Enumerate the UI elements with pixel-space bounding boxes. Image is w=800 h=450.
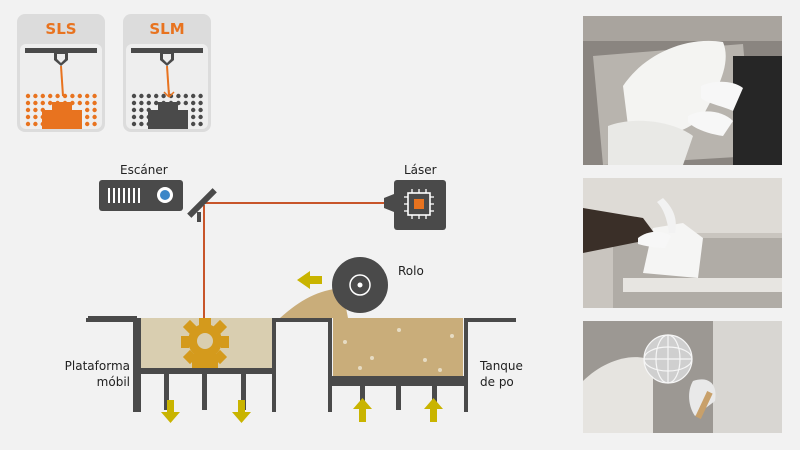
powder-dot bbox=[48, 100, 53, 106]
slm-process-icon bbox=[131, 48, 203, 132]
powder-dot bbox=[198, 100, 203, 106]
laser-label: Láser bbox=[404, 163, 437, 177]
roller bbox=[332, 257, 388, 313]
powder-dot bbox=[198, 121, 203, 127]
powder-dot bbox=[92, 107, 97, 113]
powder-dot bbox=[161, 93, 166, 99]
scanner-mirror bbox=[187, 188, 217, 218]
powder-dot bbox=[198, 93, 203, 99]
slm-icon-panel bbox=[126, 44, 208, 132]
powder-dot bbox=[85, 114, 90, 120]
powder-dot bbox=[55, 93, 60, 99]
slm-title: SLM bbox=[149, 20, 185, 38]
sls-process-icon bbox=[25, 48, 97, 132]
photo-lattice-sphere bbox=[583, 321, 782, 433]
laser-unit bbox=[384, 180, 446, 230]
sls-machine-diagram bbox=[86, 180, 516, 423]
powder-dot bbox=[25, 93, 31, 99]
laser-beam bbox=[202, 202, 390, 320]
powder-dot bbox=[191, 100, 196, 106]
powder-dot bbox=[85, 107, 90, 113]
photo-part-extraction bbox=[583, 178, 782, 308]
powder-dot bbox=[139, 121, 144, 127]
powder-dot bbox=[154, 93, 159, 99]
spread-powder bbox=[280, 288, 348, 318]
powder-dot bbox=[70, 93, 75, 99]
powder-dot bbox=[92, 100, 97, 106]
powder-dot bbox=[146, 93, 151, 99]
slm-badge: SLM bbox=[123, 14, 211, 132]
roller-label: Rolo bbox=[398, 264, 424, 278]
gear-part bbox=[181, 318, 229, 368]
powder-dot bbox=[85, 100, 90, 106]
powder-dot bbox=[191, 107, 196, 113]
powder-tank bbox=[328, 318, 516, 412]
powder-dot bbox=[85, 121, 90, 127]
platform-down-arrows bbox=[161, 400, 251, 423]
tank-up-arrows bbox=[353, 398, 443, 422]
powder-dot bbox=[33, 107, 38, 113]
powder-dot bbox=[92, 121, 97, 127]
powder-dot bbox=[25, 114, 31, 120]
powder-dot bbox=[176, 93, 181, 99]
powder-dot bbox=[25, 107, 31, 113]
powder-dot bbox=[131, 100, 137, 106]
powder-dot bbox=[33, 114, 38, 120]
powder-dot bbox=[139, 93, 144, 99]
powder-dot bbox=[139, 114, 144, 120]
powder-dot bbox=[198, 107, 203, 113]
powder-dot bbox=[40, 100, 45, 106]
powder-dot bbox=[198, 114, 203, 120]
powder-dot bbox=[154, 100, 159, 106]
powder-dot bbox=[92, 114, 97, 120]
powder-dot bbox=[146, 100, 151, 106]
powder-dot bbox=[183, 100, 188, 106]
sls-title: SLS bbox=[45, 20, 77, 38]
powder-dot bbox=[33, 121, 38, 127]
powder-dot bbox=[131, 121, 137, 127]
scanner bbox=[99, 180, 217, 222]
powder-dot bbox=[131, 114, 137, 120]
platform-label: Plataforma móbil bbox=[64, 359, 130, 389]
powder-dot bbox=[33, 93, 38, 99]
powder-dot bbox=[131, 107, 137, 113]
powder-dot bbox=[25, 100, 31, 106]
sls-icon-panel bbox=[20, 44, 102, 132]
powder-dot bbox=[77, 100, 82, 106]
powder-dot bbox=[131, 93, 137, 99]
powder-dot bbox=[77, 93, 82, 99]
powder-dot bbox=[33, 100, 38, 106]
sls-badge: SLS bbox=[17, 14, 105, 132]
powder-dot bbox=[139, 107, 144, 113]
powder-dot bbox=[183, 93, 188, 99]
powder-dot bbox=[85, 93, 90, 99]
powder-dot bbox=[62, 93, 68, 99]
roller-direction-arrow bbox=[297, 271, 322, 289]
powder-dot bbox=[25, 121, 31, 127]
powder-dot bbox=[48, 93, 53, 99]
powder-dot bbox=[191, 93, 196, 99]
tank-label: Tanque de po bbox=[480, 359, 523, 389]
powder-dot bbox=[191, 114, 196, 120]
scanner-label: Escáner bbox=[120, 163, 168, 177]
powder-dot bbox=[139, 100, 144, 106]
photo-powder-removal bbox=[583, 16, 782, 165]
powder-dot bbox=[92, 93, 97, 99]
powder-dot bbox=[40, 93, 45, 99]
powder-dot bbox=[191, 121, 196, 127]
